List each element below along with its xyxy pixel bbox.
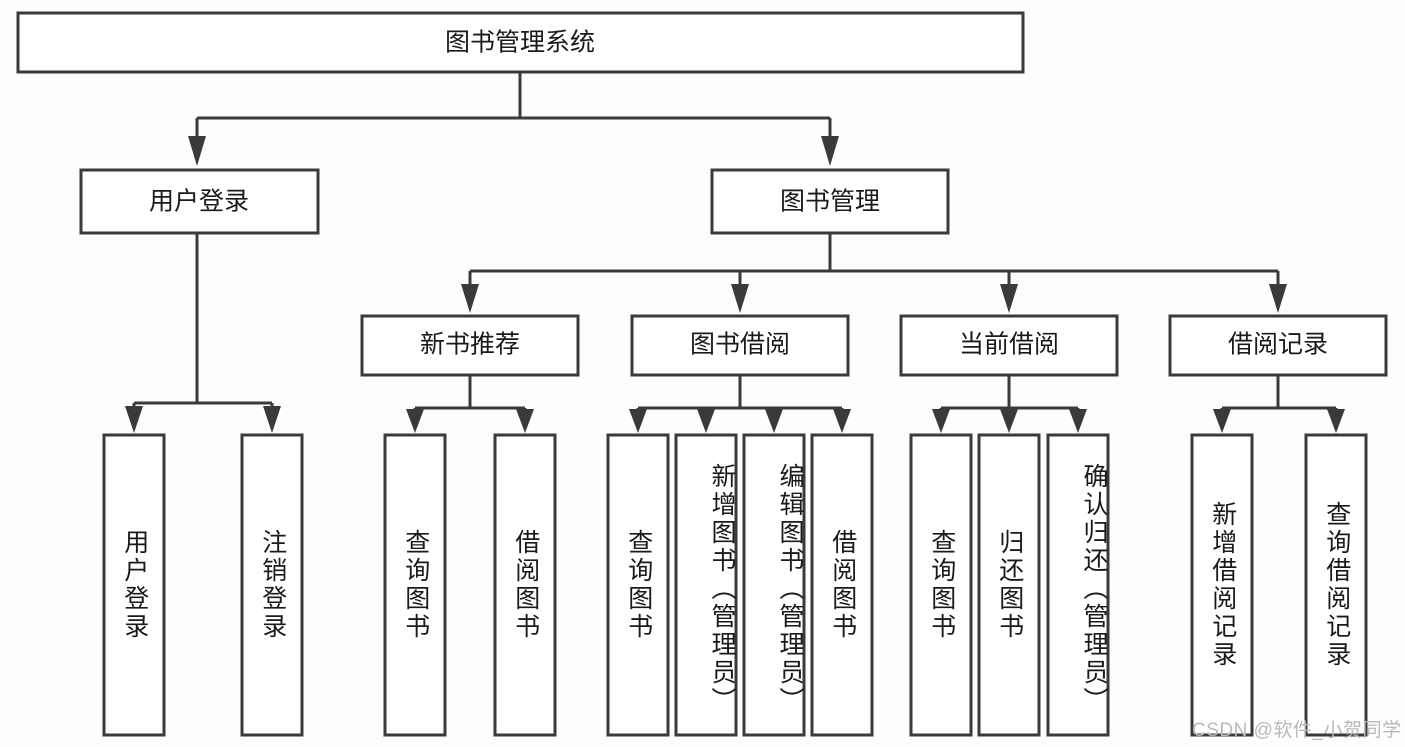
leaf-boxes-group: [102, 433, 1368, 737]
arrow-head-leaf-add-record: [1213, 409, 1231, 433]
leaf-query-book-1-box[interactable]: [383, 433, 447, 737]
arrow-head-leaf-query-book-2: [629, 409, 647, 433]
arrow-head-leaf-edit-book: [765, 409, 783, 433]
arrow-head-leaf-add-book: [697, 409, 715, 433]
node-book-borrow-label: 图书借阅: [690, 331, 790, 359]
leaf-borrow-book-2-box[interactable]: [810, 433, 874, 737]
leaf-logout-box[interactable]: [240, 433, 304, 737]
arrow-head-leaf-query-record: [1327, 409, 1345, 433]
node-book-borrow-box[interactable]: [630, 314, 850, 377]
connector-group-book-manage: [461, 234, 1287, 313]
node-new-book-recommend-box[interactable]: [360, 314, 580, 377]
node-root[interactable]: 图书管理系统: [16, 11, 1025, 74]
leaf-borrow-book-1-box[interactable]: [493, 433, 557, 737]
node-user-login-label: 用户登录: [149, 188, 249, 216]
csdn-watermark: CSDN @软件_小贺同学: [1192, 720, 1402, 741]
leaf-query-book-3-box[interactable]: [909, 433, 973, 737]
node-new-book-recommend-label: 新书推荐: [420, 331, 520, 359]
node-book-manage-box[interactable]: [710, 168, 950, 235]
arrow-head-book-manage: [821, 136, 839, 166]
node-book-manage[interactable]: 图书管理: [710, 168, 950, 235]
node-root-box[interactable]: [16, 11, 1025, 74]
leaf-add-book-box[interactable]: [674, 433, 738, 737]
leaf-query-book-2-box[interactable]: [606, 433, 670, 737]
leaf-add-record-box[interactable]: [1190, 433, 1254, 737]
arrow-head-leaf-user-login: [125, 406, 143, 433]
arrow-head-leaf-query-book-3: [932, 409, 950, 433]
connector-group-root: [188, 72, 839, 166]
node-borrow-record-label: 借阅记录: [1228, 331, 1328, 359]
arrow-head-leaf-confirm-return: [1069, 409, 1087, 433]
arrow-head-leaf-borrow-book-2: [833, 409, 851, 433]
arrow-head-user-login: [188, 136, 206, 166]
node-borrow-record[interactable]: 借阅记录: [1168, 314, 1388, 377]
leaf-return-book-box[interactable]: [977, 433, 1041, 737]
node-current-borrow-label: 当前借阅: [959, 331, 1059, 359]
node-current-borrow-box[interactable]: [899, 314, 1119, 377]
node-user-login-box[interactable]: [79, 168, 320, 235]
node-current-borrow[interactable]: 当前借阅: [899, 314, 1119, 377]
arrow-head-new-book-recommend: [461, 284, 479, 313]
arrow-head-leaf-logout: [263, 406, 281, 433]
arrow-head-leaf-borrow-book-1: [516, 409, 534, 433]
connector-group-borrow-record: [1213, 376, 1345, 433]
leaf-query-record-box[interactable]: [1304, 433, 1368, 737]
arrow-head-leaf-query-book-1: [406, 409, 424, 433]
connector-group-book-borrow: [629, 376, 851, 433]
leaf-edit-book-box[interactable]: [742, 433, 806, 737]
connector-group-new-book-recommend: [406, 376, 534, 433]
node-borrow-record-box[interactable]: [1168, 314, 1388, 377]
arrow-head-borrow-record: [1269, 284, 1287, 313]
node-book-borrow[interactable]: 图书借阅: [630, 314, 850, 377]
node-new-book-recommend[interactable]: 新书推荐: [360, 314, 580, 377]
connector-group-current-borrow: [932, 376, 1087, 433]
node-book-manage-label: 图书管理: [780, 188, 880, 216]
node-root-label: 图书管理系统: [445, 29, 595, 57]
arrow-head-leaf-return-book: [1000, 409, 1018, 433]
arrow-head-book-borrow: [731, 284, 749, 313]
leaf-user-login-box[interactable]: [102, 433, 166, 737]
connector-group-user-login: [125, 234, 281, 433]
leaf-confirm-return-box[interactable]: [1046, 433, 1110, 737]
node-user-login[interactable]: 用户登录: [79, 168, 320, 235]
arrow-head-current-borrow: [1000, 284, 1018, 313]
